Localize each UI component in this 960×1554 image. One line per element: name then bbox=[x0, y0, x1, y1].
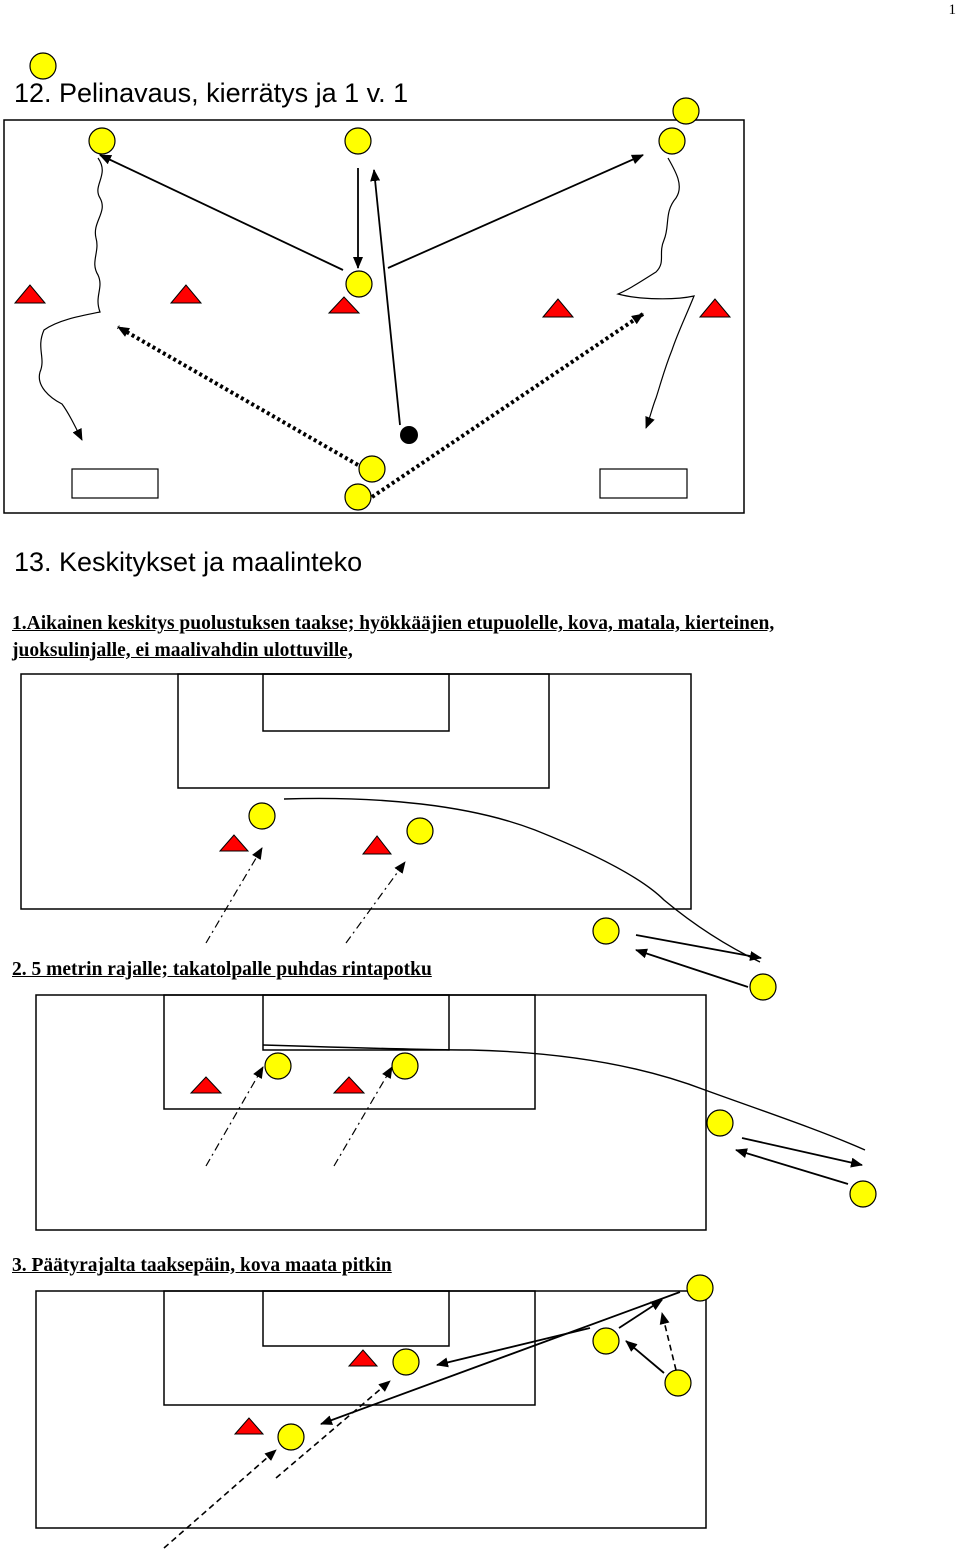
cone-marker bbox=[169, 284, 203, 304]
player-marker bbox=[264, 1052, 292, 1080]
players-13-1 bbox=[248, 802, 777, 1001]
pass-line bbox=[635, 948, 749, 988]
player-marker bbox=[358, 455, 386, 483]
goal-area bbox=[262, 1290, 450, 1347]
cones-13-2 bbox=[189, 1076, 366, 1094]
pass-line bbox=[735, 1148, 849, 1185]
diagram-13-1 bbox=[20, 673, 762, 988]
player-marker bbox=[392, 1348, 420, 1376]
diagram-12 bbox=[3, 119, 745, 514]
dribble-path bbox=[616, 157, 695, 429]
run-line bbox=[333, 1066, 393, 1167]
pass-line bbox=[741, 1137, 863, 1168]
player-marker bbox=[664, 1369, 692, 1397]
cone-marker bbox=[233, 1417, 265, 1435]
pass-line bbox=[635, 934, 762, 961]
player-marker bbox=[344, 483, 372, 511]
run-line bbox=[205, 1066, 264, 1167]
cones-13-3 bbox=[233, 1349, 379, 1435]
cone-marker bbox=[332, 1076, 366, 1094]
diagram-13-3 bbox=[35, 1290, 707, 1549]
player-marker bbox=[406, 817, 434, 845]
cross-path bbox=[283, 797, 761, 963]
player-marker bbox=[344, 127, 372, 155]
player-marker bbox=[88, 127, 116, 155]
pass-line bbox=[625, 1340, 665, 1374]
player-marker bbox=[391, 1052, 419, 1080]
cone-marker bbox=[541, 298, 575, 318]
run-line bbox=[345, 861, 406, 944]
player-marker bbox=[849, 1180, 877, 1208]
drill-1-description-line-1: 1.Aikainen keskitys puolustuksen taakse;… bbox=[12, 613, 775, 634]
drill-2-title: 2. 5 metrin rajalle; takatolpalle puhdas… bbox=[12, 959, 432, 980]
cone-marker bbox=[218, 834, 250, 852]
small-goal-left bbox=[71, 468, 159, 499]
players-12 bbox=[29, 52, 700, 511]
player-marker bbox=[248, 802, 276, 830]
penalty-area bbox=[163, 1290, 536, 1406]
player-marker bbox=[706, 1109, 734, 1137]
player-marker bbox=[592, 917, 620, 945]
dotted-pass bbox=[117, 325, 359, 467]
cone-marker bbox=[189, 1076, 223, 1094]
player-marker bbox=[592, 1327, 620, 1355]
run-line bbox=[205, 847, 263, 944]
goal-area bbox=[262, 673, 450, 732]
player-marker bbox=[29, 52, 57, 80]
pass-line bbox=[618, 1299, 663, 1329]
section-12-title: 12. Pelinavaus, kierrätys ja 1 v. 1 bbox=[14, 78, 409, 108]
cone-marker bbox=[361, 835, 393, 855]
players-13-3 bbox=[277, 1274, 714, 1451]
dribble-path bbox=[38, 157, 103, 441]
cones-12 bbox=[13, 284, 732, 318]
pass-line bbox=[99, 154, 344, 271]
section-13-title: 13. Keskitykset ja maalinteko bbox=[14, 547, 363, 577]
pass-line bbox=[387, 154, 644, 269]
player-marker bbox=[345, 270, 373, 298]
cone-marker bbox=[698, 298, 732, 318]
field-outline bbox=[3, 119, 745, 514]
player-marker bbox=[686, 1274, 714, 1302]
drill-3-title: 3. Päätyrajalta taaksepäin, kova maata p… bbox=[12, 1255, 392, 1276]
cones-13-1 bbox=[218, 834, 393, 855]
run-line bbox=[275, 1380, 391, 1479]
players-13-2 bbox=[264, 1052, 877, 1208]
run-line bbox=[659, 1312, 677, 1371]
pass-line bbox=[370, 169, 401, 426]
diagram-13-2 bbox=[35, 994, 866, 1231]
cross-path bbox=[262, 1044, 866, 1151]
pass-line bbox=[320, 1291, 681, 1425]
field-outline bbox=[35, 1290, 707, 1529]
drill-1-description-line-2: juoksulinjalle, ei maalivahdin ulottuvil… bbox=[12, 640, 353, 661]
dotted-pass bbox=[370, 312, 645, 499]
run-line bbox=[163, 1449, 277, 1549]
ball-marker bbox=[400, 426, 418, 444]
page-number: 1 bbox=[948, 2, 957, 18]
cone-marker bbox=[13, 284, 47, 304]
player-marker bbox=[749, 973, 777, 1001]
player-marker bbox=[658, 127, 686, 155]
field-outline bbox=[35, 994, 707, 1231]
player-marker bbox=[672, 97, 700, 125]
cone-marker bbox=[327, 296, 361, 314]
field-outline bbox=[20, 673, 692, 910]
player-marker bbox=[277, 1423, 305, 1451]
goal-area bbox=[262, 994, 450, 1051]
small-goal-right bbox=[599, 468, 688, 499]
cone-marker bbox=[347, 1349, 379, 1367]
